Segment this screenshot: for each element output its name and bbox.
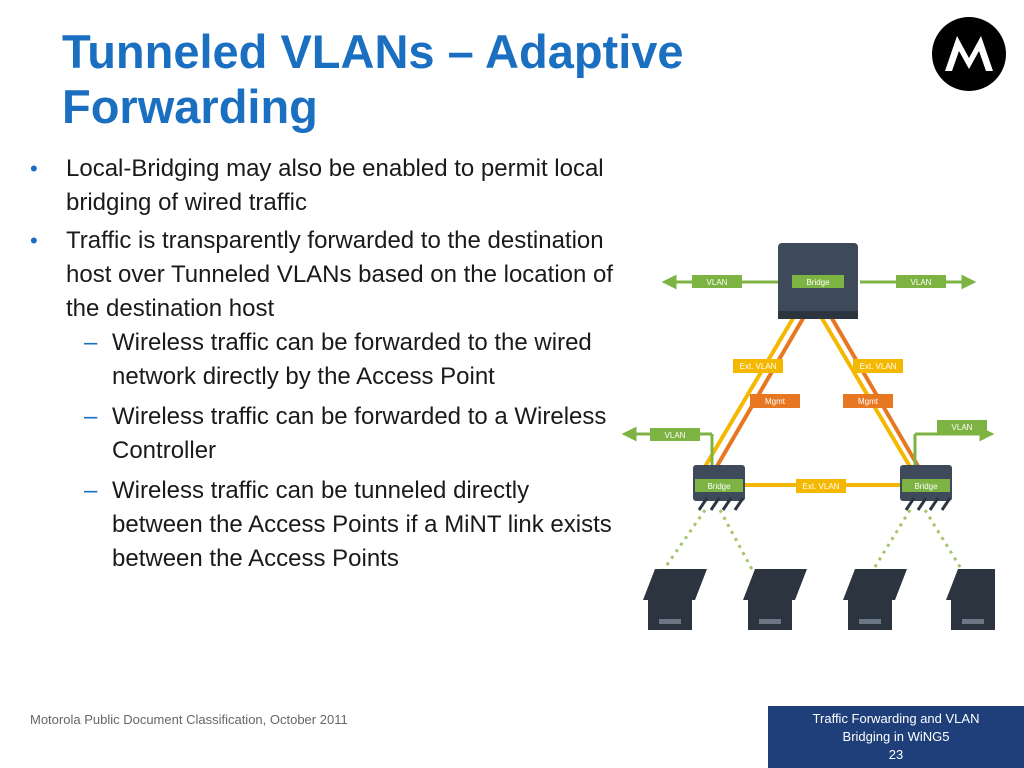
bullet-item: • Traffic is transparently forwarded to … (28, 224, 618, 576)
ap-antennas (697, 497, 952, 511)
sub-bullet-text: Wireless traffic can be forwarded to a W… (112, 403, 607, 464)
bridge-label: Bridge (914, 482, 938, 491)
sub-bullet-item: – Wireless traffic can be forwarded to a… (66, 400, 618, 468)
laptops (643, 569, 995, 630)
sub-bullet-text: Wireless traffic can be forwarded to the… (112, 329, 592, 390)
vlan-label: VLAN (911, 278, 932, 287)
bullet-dot: • (30, 228, 38, 253)
sub-bullet-item: – Wireless traffic can be tunneled direc… (66, 474, 618, 576)
ext-vlan-label: Ext. VLAN (803, 482, 840, 491)
sub-bullet-dash: – (84, 403, 98, 430)
wireless-links (658, 509, 967, 576)
bridge-label: Bridge (806, 278, 830, 287)
ext-vlan-label: Ext. VLAN (860, 362, 897, 371)
slide-title-line-2: Forwarding (62, 80, 318, 133)
laptop-icon (946, 569, 995, 630)
sub-bullet-dash: – (84, 329, 98, 356)
page-number: 23 (888, 747, 904, 762)
sub-bullet-list: – Wireless traffic can be forwarded to t… (66, 326, 618, 576)
sub-bullet-dash: – (84, 477, 98, 504)
network-diagram: VLAN Bridge VLAN Ext. VLAN Ext. VLAN Mgm… (621, 243, 995, 630)
footer-deck-title: Traffic Forwarding and VLAN Bridging in … (812, 711, 980, 744)
vlan-label: VLAN (665, 431, 686, 440)
laptop-icon (843, 569, 907, 630)
vlan-label: VLAN (707, 278, 728, 287)
bridge-label: Bridge (707, 482, 731, 491)
motorola-logo-icon (932, 17, 1006, 91)
bullet-list: • Local-Bridging may also be enabled to … (28, 152, 618, 582)
bullet-text: Traffic is transparently forwarded to th… (66, 227, 614, 322)
mgmt-label: Mgmt (765, 397, 786, 406)
mgmt-label: Mgmt (858, 397, 879, 406)
laptop-icon (743, 569, 807, 630)
vlan-label: VLAN (952, 423, 973, 432)
footer-classification: Motorola Public Document Classification,… (30, 712, 348, 727)
sub-bullet-text: Wireless traffic can be tunneled directl… (112, 477, 612, 572)
sub-bullet-item: – Wireless traffic can be forwarded to t… (66, 326, 618, 394)
bullet-text: Local-Bridging may also be enabled to pe… (66, 155, 604, 216)
slide-title: Tunneled VLANs – Adaptive Forwarding (62, 24, 842, 134)
laptop-icon (643, 569, 707, 630)
footer-box: Traffic Forwarding and VLAN Bridging in … (768, 706, 1024, 768)
ext-vlan-label: Ext. VLAN (740, 362, 777, 371)
bullet-item: • Local-Bridging may also be enabled to … (28, 152, 618, 220)
bullet-dot: • (30, 156, 38, 181)
slide-title-line-1: Tunneled VLANs – Adaptive (62, 25, 684, 78)
